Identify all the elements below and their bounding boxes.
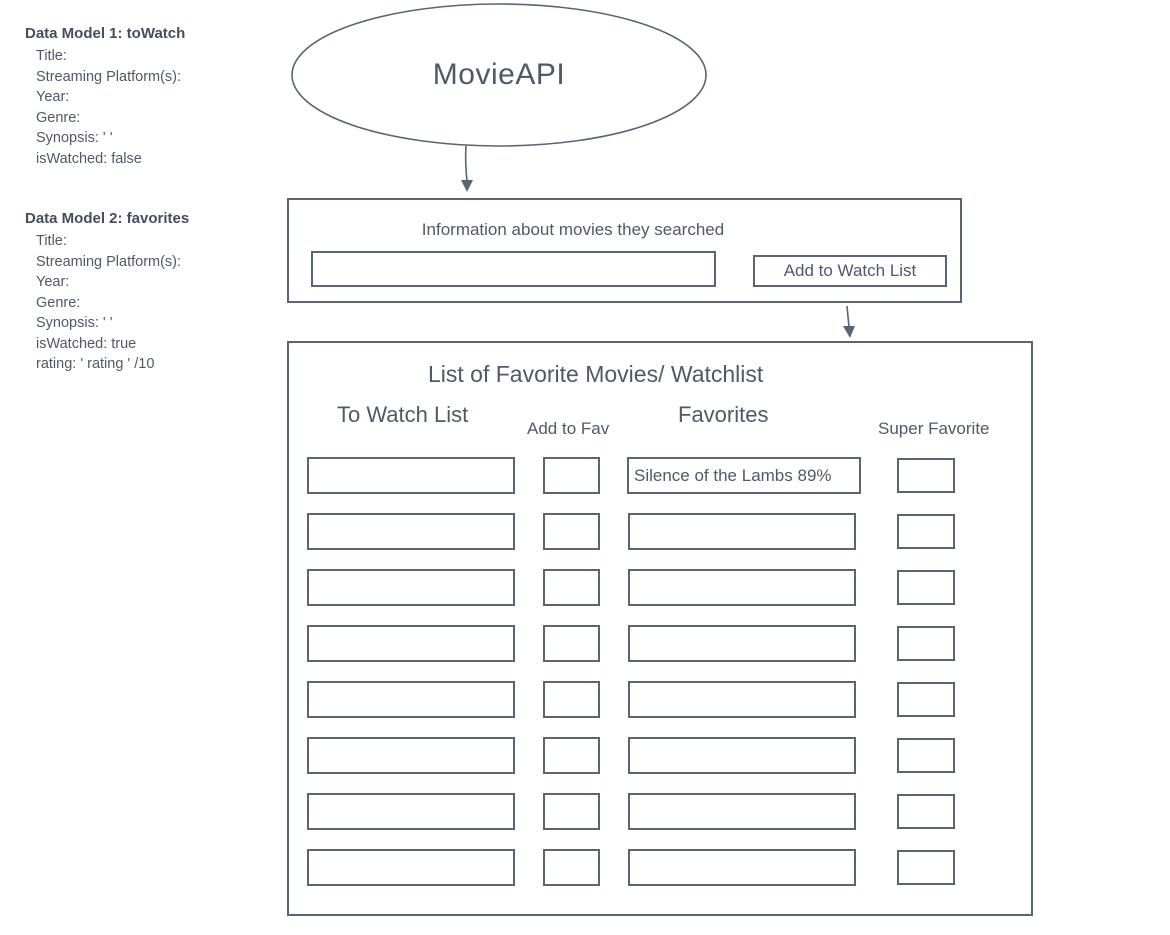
- arrow-api-to-search-head: [461, 180, 473, 192]
- super-favorite-checkbox[interactable]: [897, 682, 955, 717]
- to-watch-slot[interactable]: [307, 513, 515, 550]
- arrow-search-to-watchlist-head: [843, 326, 855, 338]
- super-favorite-checkbox[interactable]: [897, 794, 955, 829]
- data-model-field: Synopsis: ' ': [36, 130, 113, 146]
- data-model-field: Year:: [36, 89, 70, 105]
- search-panel: Information about movies they searched A…: [287, 198, 962, 303]
- movie-search-input[interactable]: [311, 251, 716, 287]
- favorites-slot[interactable]: [628, 513, 856, 550]
- movieapi-node-label: MovieAPI: [432, 58, 566, 91]
- column-header-super-favorite: Super Favorite: [878, 419, 990, 438]
- add-to-fav-checkbox[interactable]: [543, 849, 600, 886]
- column-header-add-to-fav: Add to Fav: [527, 419, 610, 438]
- to-watch-slot[interactable]: [307, 793, 515, 830]
- data-model-2-note: Data Model 2: favorites Title: Streaming…: [25, 210, 295, 375]
- to-watch-slot[interactable]: [307, 569, 515, 606]
- column-header-favorites: Favorites: [678, 402, 769, 427]
- add-to-fav-checkbox[interactable]: [543, 793, 600, 830]
- data-model-field: rating: ' rating ' /10: [36, 356, 155, 372]
- super-favorite-checkbox[interactable]: [897, 570, 955, 605]
- add-to-fav-checkbox[interactable]: [543, 513, 600, 550]
- data-model-2-title: Data Model 2: favorites: [25, 210, 190, 227]
- data-model-field: Title:: [36, 48, 67, 64]
- add-to-fav-checkbox[interactable]: [543, 569, 600, 606]
- data-model-1-fields: Title: Streaming Platform(s): Year: Genr…: [25, 46, 295, 169]
- favorites-slot[interactable]: [628, 849, 856, 886]
- data-model-field: isWatched: true: [36, 335, 137, 352]
- add-to-watchlist-button[interactable]: Add to Watch List: [753, 255, 947, 287]
- favorites-slot[interactable]: [628, 793, 856, 830]
- favorites-slot[interactable]: [628, 625, 856, 662]
- data-model-field: Streaming Platform(s):: [36, 253, 182, 270]
- super-favorite-checkbox[interactable]: [897, 738, 955, 773]
- add-to-fav-checkbox[interactable]: [543, 737, 600, 774]
- data-model-field: Year:: [36, 274, 70, 290]
- watchlist-row: [289, 849, 1031, 886]
- add-to-fav-checkbox[interactable]: [543, 457, 600, 494]
- super-favorite-checkbox[interactable]: [897, 458, 955, 493]
- watchlist-panel-title: List of Favorite Movies/ Watchlist: [428, 361, 764, 387]
- arrow-search-to-watchlist: [846, 305, 850, 328]
- favorites-slot[interactable]: Silence of the Lambs 89%: [627, 457, 861, 494]
- to-watch-slot[interactable]: [307, 625, 515, 662]
- favorites-slot[interactable]: [628, 681, 856, 718]
- data-model-1-note: Data Model 1: toWatch Title: Streaming P…: [25, 25, 295, 169]
- super-favorite-checkbox[interactable]: [897, 514, 955, 549]
- watchlist-row: [289, 681, 1031, 718]
- watchlist-row: [289, 513, 1031, 550]
- to-watch-slot[interactable]: [307, 737, 515, 774]
- super-favorite-checkbox[interactable]: [897, 850, 955, 885]
- data-model-field: Streaming Platform(s):: [36, 68, 182, 85]
- data-model-2-fields: Title: Streaming Platform(s): Year: Genr…: [25, 231, 295, 375]
- add-to-fav-checkbox[interactable]: [543, 681, 600, 718]
- data-model-field: Synopsis: ' ': [36, 315, 113, 331]
- watchlist-panel: List of Favorite Movies/ Watchlist To Wa…: [287, 341, 1033, 916]
- data-model-field: Genre:: [36, 294, 81, 311]
- to-watch-slot[interactable]: [307, 457, 515, 494]
- watchlist-row: Silence of the Lambs 89%: [289, 457, 1031, 494]
- column-header-to-watch-list: To Watch List: [337, 402, 469, 427]
- data-model-1-title: Data Model 1: toWatch: [25, 25, 186, 42]
- favorites-slot[interactable]: [628, 569, 856, 606]
- search-panel-title: Information about movies they searched: [421, 220, 725, 239]
- data-model-field: isWatched: false: [36, 150, 142, 167]
- data-model-field: Genre:: [36, 109, 81, 126]
- add-to-fav-checkbox[interactable]: [543, 625, 600, 662]
- favorites-slot[interactable]: [628, 737, 856, 774]
- watchlist-row: [289, 737, 1031, 774]
- super-favorite-checkbox[interactable]: [897, 626, 955, 661]
- arrow-api-to-search: [464, 145, 468, 182]
- data-model-field: Title:: [36, 233, 67, 249]
- watchlist-row: [289, 793, 1031, 830]
- watchlist-row: [289, 625, 1031, 662]
- to-watch-slot[interactable]: [307, 849, 515, 886]
- to-watch-slot[interactable]: [307, 681, 515, 718]
- watchlist-row: [289, 569, 1031, 606]
- watchlist-rows: Silence of the Lambs 89%: [289, 457, 1031, 905]
